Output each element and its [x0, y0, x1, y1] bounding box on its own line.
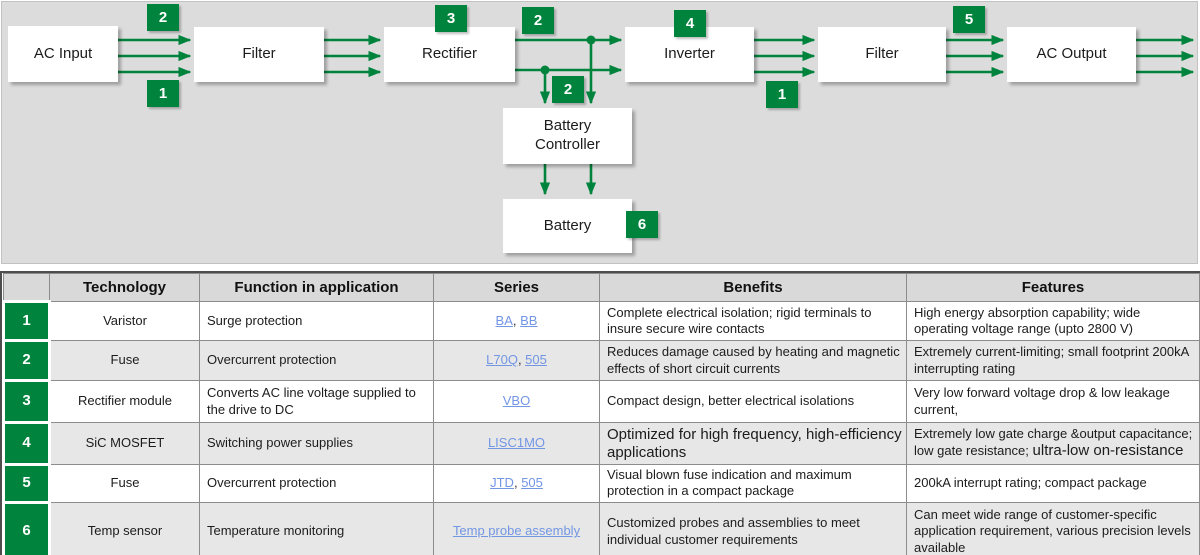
series-link[interactable]: BA	[495, 312, 513, 328]
table-row: 2 Fuse Overcurrent protection L70Q, 505 …	[2, 339, 1200, 382]
features-cell: High energy absorption capability; wide …	[906, 301, 1200, 341]
badge-2-dc-fuse: 2	[522, 7, 554, 34]
flow-arrows	[118, 34, 1195, 196]
badge-5-output-fuse: 5	[953, 6, 985, 33]
table-row: 6 Temp sensor Temperature monitoring Tem…	[2, 500, 1200, 555]
row-number-badge: 1	[2, 300, 51, 342]
badge-1-input-varistor: 1	[147, 80, 179, 107]
row-number-badge: 3	[2, 379, 51, 424]
technology-table: Technology Function in application Serie…	[0, 271, 1200, 555]
col-header-features: Features	[906, 273, 1200, 302]
table-row: 5 Fuse Overcurrent protection JTD, 505 V…	[2, 463, 1200, 504]
col-header-benefits: Benefits	[599, 273, 907, 302]
function-cell: Surge protection	[199, 301, 434, 341]
features-cell: Very low forward voltage drop & low leak…	[906, 380, 1200, 423]
series-cell: VBO	[433, 380, 600, 423]
badge-3-rectifier: 3	[435, 5, 467, 32]
technology-cell: Rectifier module	[49, 380, 200, 423]
block-diagram-panel: AC Input Filter Rectifier Inverter Filte…	[1, 1, 1198, 264]
block-filter-output: Filter	[818, 27, 946, 82]
battery-controller-label: Battery Controller	[534, 117, 601, 153]
technology-cell: SiC MOSFET	[49, 422, 200, 465]
benefits-cell: Reduces damage caused by heating and mag…	[599, 340, 907, 381]
benefits-cell: Visual blown fuse indication and maximum…	[599, 464, 907, 503]
series-link[interactable]: 505	[525, 352, 547, 368]
series-link[interactable]: VBO	[502, 393, 531, 409]
series-cell: JTD, 505	[433, 464, 600, 503]
row-number-badge: 2	[2, 339, 51, 382]
features-text-emphasis: ultra-low on-resistance	[1032, 442, 1184, 460]
function-cell: Temperature monitoring	[199, 501, 434, 555]
series-link[interactable]: L70Q	[486, 352, 518, 368]
series-cell: BA, BB	[433, 301, 600, 341]
series-separator: ,	[517, 352, 526, 368]
block-ac-input: AC Input	[8, 26, 118, 82]
block-battery-controller: Battery Controller	[503, 108, 632, 164]
series-cell: Temp probe assembly	[433, 501, 600, 555]
series-link[interactable]: Temp probe assembly	[452, 523, 581, 539]
col-header-series: Series	[433, 273, 600, 302]
row-number-badge: 5	[2, 463, 51, 504]
series-link[interactable]: LISC1MO	[487, 435, 546, 451]
series-separator: ,	[513, 475, 522, 491]
table-row: 1 Varistor Surge protection BA, BB Compl…	[2, 300, 1200, 342]
features-text: Extremely low gate charge &output capaci…	[914, 426, 1193, 459]
corner-cell	[3, 273, 50, 302]
function-cell: Converts AC line voltage supplied to the…	[199, 380, 434, 423]
technology-cell: Temp sensor	[49, 501, 200, 555]
series-cell: L70Q, 505	[433, 340, 600, 381]
function-cell: Overcurrent protection	[199, 464, 434, 503]
series-link[interactable]: 505	[521, 475, 543, 491]
technology-cell: Varistor	[49, 301, 200, 341]
benefits-cell: Compact design, better electrical isolat…	[599, 380, 907, 423]
block-ac-output: AC Output	[1007, 27, 1136, 82]
technology-cell: Fuse	[49, 464, 200, 503]
table-row: 3 Rectifier module Converts AC line volt…	[2, 379, 1200, 424]
features-cell: 200kA interrupt rating; compact package	[906, 464, 1200, 503]
series-cell: LISC1MO	[433, 422, 600, 465]
block-battery: Battery	[503, 199, 632, 253]
benefits-cell: Customized probes and assemblies to meet…	[599, 501, 907, 555]
badge-6-temp-sensor: 6	[626, 211, 658, 238]
badge-2-battery-fuse: 2	[552, 76, 584, 103]
features-cell: Extremely current-limiting; small footpr…	[906, 340, 1200, 381]
function-cell: Overcurrent protection	[199, 340, 434, 381]
table-header-row: Technology Function in application Serie…	[3, 273, 1200, 302]
series-separator: ,	[512, 312, 521, 328]
benefits-cell: Optimized for high frequency, high-effic…	[599, 422, 907, 465]
row-number-badge: 4	[2, 421, 51, 466]
function-cell: Switching power supplies	[199, 422, 434, 465]
table-row: 4 SiC MOSFET Switching power supplies LI…	[2, 421, 1200, 466]
benefits-cell: Complete electrical isolation; rigid ter…	[599, 301, 907, 341]
features-cell: Can meet wide range of customer-specific…	[906, 501, 1200, 555]
block-filter-input: Filter	[194, 27, 324, 82]
col-header-technology: Technology	[49, 273, 200, 302]
col-header-function: Function in application	[199, 273, 434, 302]
badge-4-inverter: 4	[674, 10, 706, 37]
features-cell: Extremely low gate charge &output capaci…	[906, 422, 1200, 465]
badge-2-input-fuse: 2	[147, 4, 179, 31]
badge-1-output-varistor: 1	[766, 81, 798, 108]
series-link[interactable]: JTD	[490, 475, 514, 491]
row-number-badge: 6	[2, 500, 51, 555]
technology-cell: Fuse	[49, 340, 200, 381]
series-link[interactable]: BB	[520, 312, 538, 328]
block-rectifier: Rectifier	[384, 27, 515, 82]
